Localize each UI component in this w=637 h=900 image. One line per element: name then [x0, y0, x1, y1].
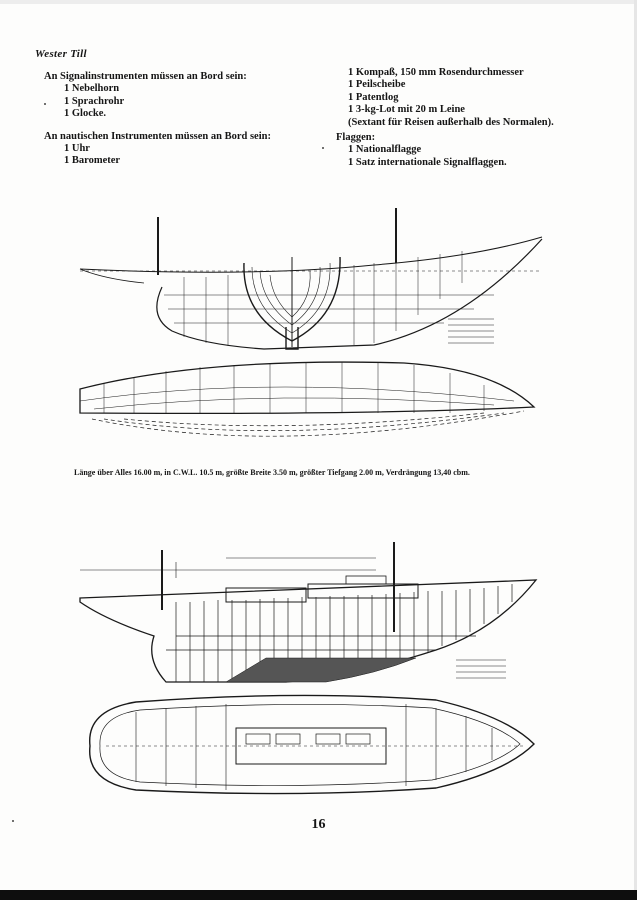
flags-heading: Flaggen: [336, 132, 376, 144]
sheer-line [79, 236, 543, 273]
print-speck [44, 103, 46, 105]
right-column: 1 Kompaß, 150 mm Rosendurchmesser 1 Peil… [336, 67, 621, 169]
deck-plan [89, 694, 535, 795]
instrument-item: 1 3-kg-Lot mit 20 m Leine [348, 104, 465, 116]
flag-item: 1 Nationalflagge [348, 144, 422, 156]
nautical-item: 1 Uhr [64, 143, 90, 155]
lines-plan-svg [79, 208, 543, 437]
flag-item: 1 Satz internationale Signalflaggen. [348, 156, 507, 168]
instrument-item: 1 Peilscheibe [348, 79, 406, 91]
construction-plan-svg [79, 542, 538, 795]
keel-profile [156, 238, 543, 350]
instrument-item: 1 Patentlog [348, 91, 399, 103]
nautical-item: 1 Barometer [64, 155, 121, 167]
signal-item: 1 Glocke. [64, 108, 106, 120]
lines-plan-caption: Länge über Alles 16.00 m, in C.W.L. 10.5… [74, 468, 470, 477]
sextant-note: (Sextant für Reisen außerhalb des Normal… [348, 116, 554, 128]
signal-heading: An Signalinstrumenten müssen an Bord sei… [44, 71, 247, 82]
lines-plan-drawing [74, 205, 564, 455]
left-column: An Signalinstrumenten müssen an Bord sei… [44, 71, 314, 168]
signal-item: 1 Sprachrohr [64, 95, 125, 107]
page-top-edge [0, 0, 637, 4]
page-right-edge [634, 0, 637, 900]
print-speck [322, 147, 324, 149]
construction-plan-drawing [76, 540, 546, 802]
running-head: Wester Till [35, 48, 87, 60]
scan-bottom-band [0, 890, 637, 900]
half-breadth-plan [79, 361, 536, 415]
nautical-heading: An nautischen Instrumenten müssen an Bor… [44, 130, 271, 142]
page-number: 16 [311, 817, 326, 832]
instrument-item: 1 Kompaß, 150 mm Rosendurchmesser [348, 67, 524, 78]
print-speck [12, 820, 14, 822]
signal-item: 1 Nebelhorn [64, 83, 120, 95]
